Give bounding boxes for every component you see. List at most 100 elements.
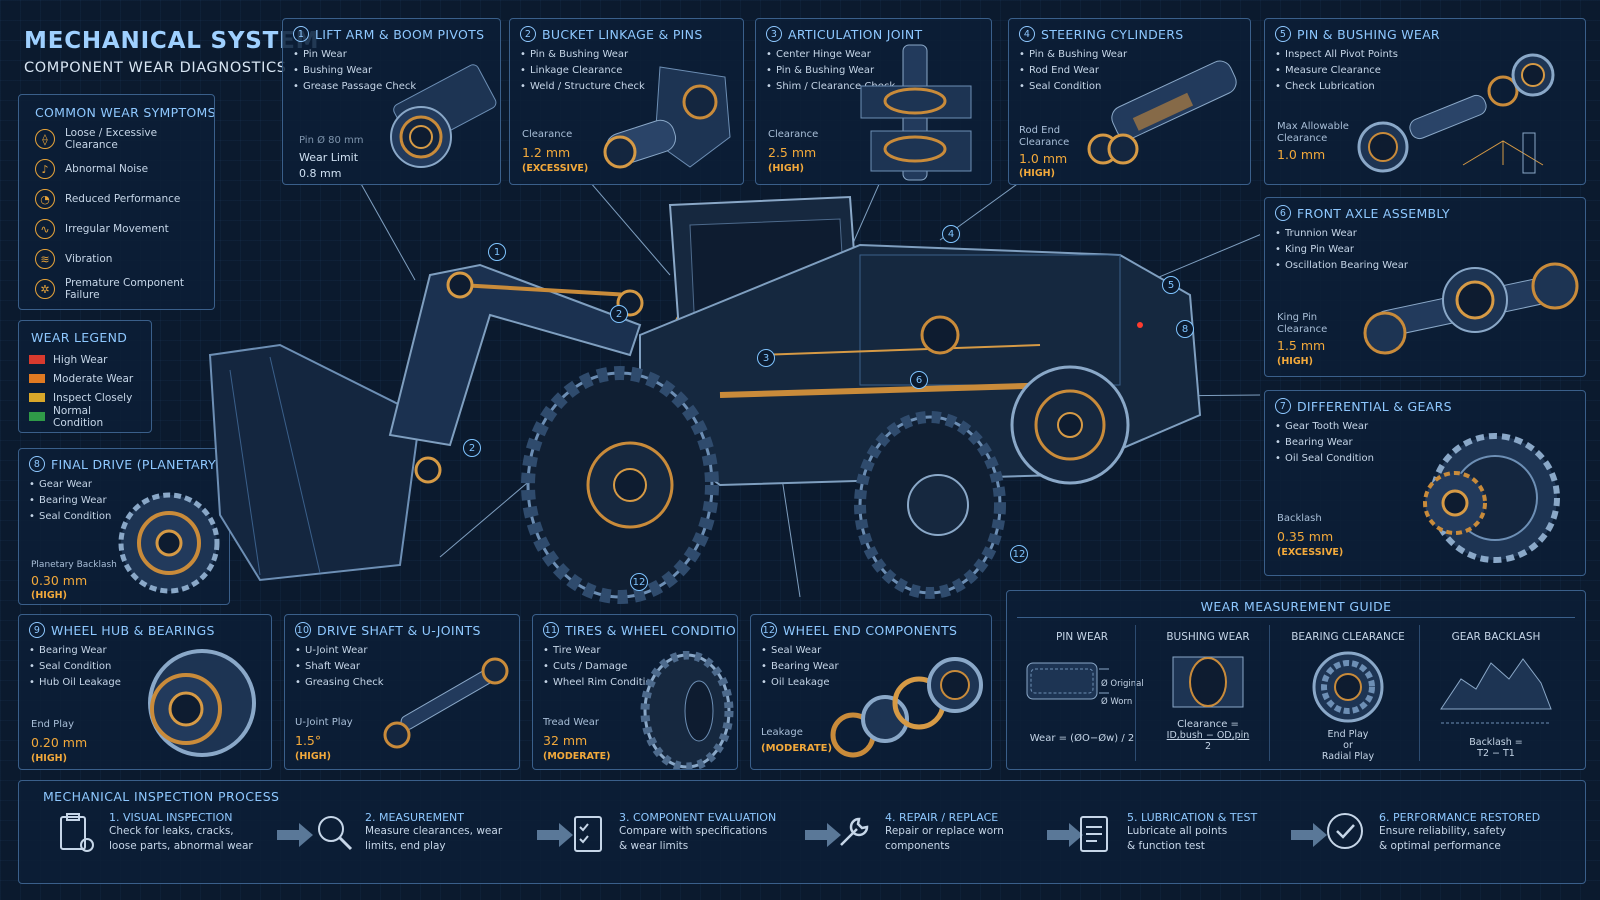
component-number: 2 [520,26,536,42]
component-title: TIRES & WHEEL CONDITION [565,622,738,638]
component-number: 1 [293,26,309,42]
arrow-icon [277,823,313,847]
planetary-illustration [118,492,220,594]
status-badge: (HIGH) [31,753,67,764]
measurement-value: 0.35 mm [1277,529,1334,544]
noise-icon: ♪ [35,159,55,179]
legend-item: Inspect Closely [29,388,141,407]
status-badge: (EXCESSIVE) [522,163,589,174]
report-icon [1080,816,1108,852]
status-badge: (HIGH) [31,590,67,601]
symptom-item: ∿Irregular Movement [35,214,204,244]
process-step: 5. LUBRICATION & TEST Lubricate all poin… [1073,811,1293,867]
clipboard-icon [60,813,94,852]
status-badge: (MODERATE) [761,743,833,754]
process-step: 6. PERFORMANCE RESTORED Ensure reliabili… [1325,811,1565,867]
moderate-wear-swatch [29,374,45,383]
measurement-label: Clearance [522,129,573,140]
status-badge: (HIGH) [1277,356,1313,367]
checklist-icon [574,816,602,852]
seal-rings-illustration [830,657,983,758]
measurement-value: 0.8 mm [299,167,342,180]
component-title: WHEEL HUB & BEARINGS [51,622,215,638]
component-number: 9 [29,622,45,638]
measurement-label: Clearance [768,129,819,140]
symptoms-title: COMMON WEAR SYMPTOMS [35,105,215,120]
pivot-pin-illustration [390,64,497,168]
component-title: PIN & BUSHING WEAR [1297,26,1440,42]
gear-illustration [1423,433,1560,563]
wheel-loader-illustration [208,185,1260,604]
callout-marker: 12 [630,573,648,591]
component-title: LIFT ARM & BOOM PIVOTS [315,26,485,42]
symptoms-panel: COMMON WEAR SYMPTOMS ⟠Loose / Excessive … [18,94,215,310]
hinge-illustration [860,44,972,181]
cylinder-illustration [1087,60,1237,165]
status-badge: (EXCESSIVE) [1277,547,1344,558]
component-number: 5 [1275,26,1291,42]
callout-marker: 3 [757,349,775,367]
measurement-guide-panel: WEAR MEASUREMENT GUIDE PIN WEAR Ø Origin… [1006,590,1586,770]
process-title: MECHANICAL INSPECTION PROCESS [43,789,280,804]
component-number: 11 [543,622,559,638]
symptom-item: ✲Premature Component Failure [35,274,204,304]
axle-illustration [1363,262,1579,355]
callout-marker: 8 [1176,320,1194,338]
measurement-label: Clearance [1277,324,1328,335]
tire-illustration [640,651,734,769]
callout-marker: 2 [610,305,628,323]
movement-icon: ∿ [35,219,55,239]
measurement-label: Tread Wear [543,717,600,728]
measurement-value: 0.30 mm [31,573,88,588]
shaft-illustration [383,657,509,749]
process-step: 2. MEASUREMENT Measure clearances, wear … [313,811,543,867]
rear-hub [1010,365,1130,485]
pin-wear-diagram [1026,662,1109,700]
component-number: 7 [1275,398,1291,414]
rear-wheel [854,411,1006,599]
status-badge: (HIGH) [1019,168,1055,179]
component-title: BUCKET LINKAGE & PINS [542,26,703,42]
status-badge: (MODERATE) [543,751,611,762]
arrow-icon [805,823,841,847]
normal-swatch [29,412,45,421]
measurement-value: 1.2 mm [522,145,571,160]
status-badge: (HIGH) [295,751,331,762]
vibration-icon: ≋ [35,249,55,269]
measurement-value: 2.5 mm [768,145,817,160]
callout-marker: 12 [1010,545,1028,563]
hub-illustration [148,649,256,757]
legend-item: High Wear [29,350,141,369]
measurement-label: King Pin [1277,312,1318,323]
bushing-wear-diagram [1172,656,1244,708]
bushing-illustration [1357,53,1555,174]
symptom-item: ⟠Loose / Excessive Clearance [35,124,204,154]
measurement-label: End Play [31,719,75,730]
measurement-label: Backlash [1277,513,1322,524]
arrow-icon [537,823,573,847]
front-wheel [521,366,719,604]
guide-bearing-clearance: BEARING CLEARANCE End Play or Radial Pla… [1279,631,1417,769]
component-number: 8 [29,456,45,472]
legend-panel: WEAR LEGEND High Wear Moderate Wear Insp… [18,320,152,433]
measurement-label: Max Allowable [1277,121,1349,132]
arrow-icon [1047,823,1083,847]
measurement-value: 1.5° [295,733,322,748]
component-number: 10 [295,622,311,638]
component-title: FRONT AXLE ASSEMBLY [1297,205,1450,221]
process-step: 4. REPAIR / REPLACE Repair or replace wo… [831,811,1051,867]
arrow-icon [1291,823,1327,847]
measurement-label: Pin Ø 80 mm [299,135,364,146]
guide-gear-backlash: GEAR BACKLASH Backlash = T2 − T1 [1427,631,1565,769]
callout-marker: 2 [463,439,481,457]
measurement-value: 1.0 mm [1019,151,1068,166]
wrench-icon [840,817,869,846]
measurement-value: 1.5 mm [1277,338,1326,353]
